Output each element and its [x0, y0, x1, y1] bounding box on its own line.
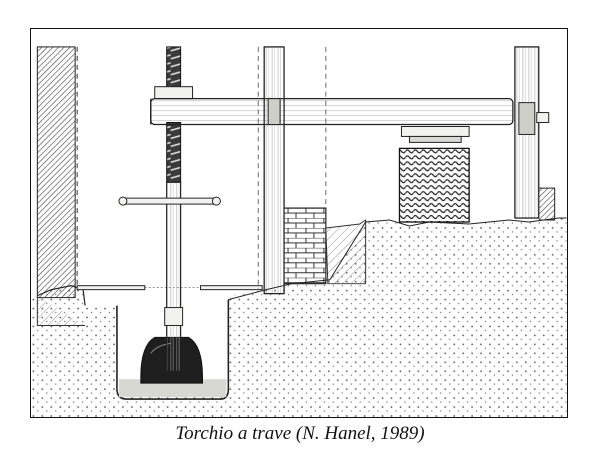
turning-bar [122, 197, 217, 205]
pit [116, 299, 230, 400]
beam-press-illustration [31, 46, 567, 417]
screw-shaft [166, 181, 182, 372]
illustration-frame [30, 28, 568, 418]
brick-base [283, 207, 327, 285]
press-beam [150, 97, 514, 126]
rope-bundle [398, 147, 470, 223]
left-post [263, 46, 285, 295]
ground [31, 218, 567, 417]
figure-caption: Torchio a trave (N. Hanel, 1989) [175, 423, 425, 444]
left-wall [36, 46, 76, 299]
